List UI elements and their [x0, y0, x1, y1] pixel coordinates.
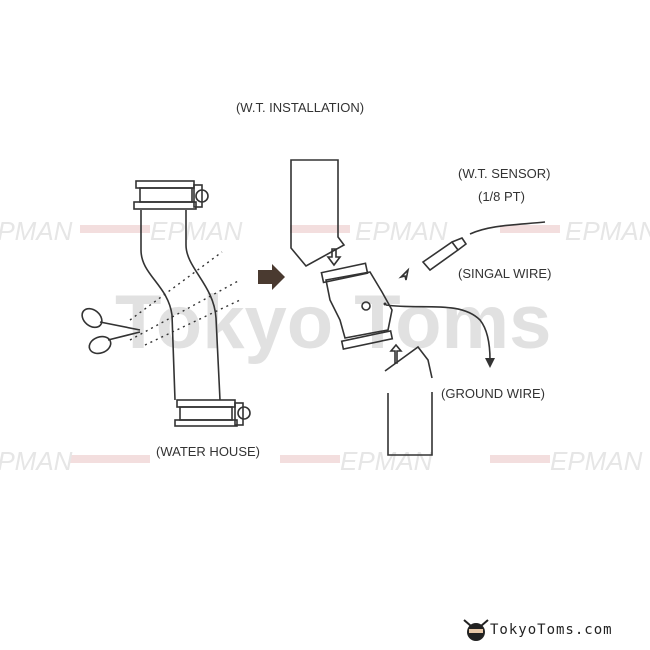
watermark-epman: EPMAN: [0, 446, 73, 476]
thread-label: (1/8 PT): [478, 189, 525, 204]
ground-wire-label: (GROUND WIRE): [441, 386, 545, 401]
water-house-label: (WATER HOUSE): [156, 444, 260, 459]
scissors-icon: [81, 307, 141, 355]
watermark-epman: EPMAN: [355, 216, 448, 246]
adapter-assembly-drawing: [290, 159, 546, 456]
direction-arrow-icon: [258, 264, 285, 290]
watermark-tokyo-toms: Tokyo Toms: [115, 280, 551, 365]
diagram-title: (W.T. INSTALLATION): [236, 100, 364, 115]
watermark-epman: EPMAN: [550, 446, 643, 476]
watermark-epman: EPMAN: [565, 216, 650, 246]
sensor-label: (W.T. SENSOR): [458, 166, 550, 181]
watermark-epman: EPMAN: [340, 446, 433, 476]
brand-text: TokyoToms.com: [490, 622, 613, 638]
watermark-layer: EPMAN EPMAN EPMAN EPMAN EPMAN EPMAN EPMA…: [0, 216, 650, 476]
water-hose-drawing: [129, 180, 251, 427]
watermark-epman: EPMAN: [0, 216, 73, 246]
signal-wire-label: (SINGAL WIRE): [458, 266, 551, 281]
ninja-logo-icon: [463, 619, 489, 641]
watermark-epman: EPMAN: [150, 216, 243, 246]
